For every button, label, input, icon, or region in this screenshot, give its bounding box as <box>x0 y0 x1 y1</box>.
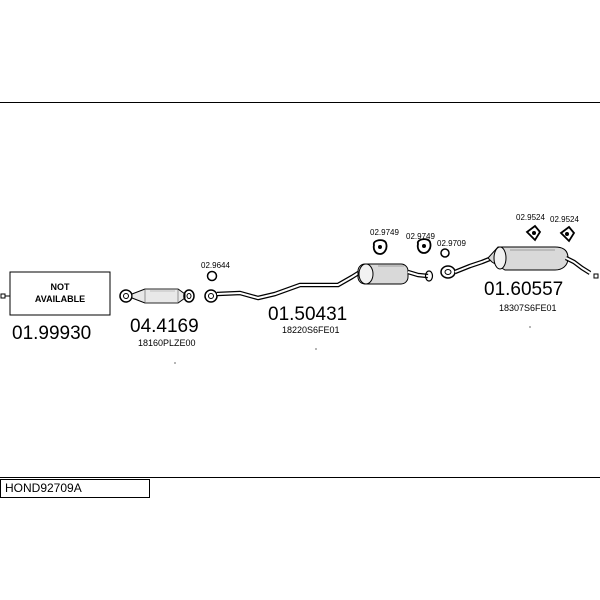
fitting-label-9749-a: 02.9749 <box>370 228 399 237</box>
hanger-rubber-9524-a <box>525 224 542 242</box>
part-number-4: 01.60557 <box>484 279 563 300</box>
not-available-line2: AVAILABLE <box>35 294 85 304</box>
part-number-2: 04.4169 <box>130 316 199 337</box>
rear-muffler <box>487 246 592 275</box>
centre-muffler <box>357 263 409 285</box>
fitting-label-9749-b: 02.9749 <box>406 232 435 241</box>
oem-number-3: 18220S6FE01 <box>282 325 340 335</box>
hanger-fitting-9709 <box>440 248 450 258</box>
right-end-marker <box>593 273 599 279</box>
fitting-label-9524-a: 02.9524 <box>516 213 545 222</box>
diagram-code-box: HOND92709A <box>0 479 150 498</box>
not-available-box <box>9 271 111 316</box>
fitting-label-9644: 02.9644 <box>201 261 230 270</box>
fitting-label-9709: 02.9709 <box>437 239 466 248</box>
diagram-code: HOND92709A <box>5 481 82 495</box>
fitting-label-9524-b: 02.9524 <box>550 215 579 224</box>
front-pipe-part <box>119 288 195 304</box>
gasket-fitting <box>204 270 218 303</box>
part-number-1: 01.99930 <box>12 323 91 344</box>
left-end-marker <box>0 293 6 299</box>
not-available-line1: NOT <box>51 282 71 292</box>
part-number-3: 01.50431 <box>268 304 347 325</box>
hanger-rubber-9524-b <box>559 225 576 243</box>
diagram-frame <box>0 102 600 478</box>
oem-number-2: 18160PLZE00 <box>138 338 196 348</box>
hanger-fitting-9749-a <box>372 239 388 255</box>
hanger-fitting-9749-b <box>416 238 432 254</box>
oem-number-4: 18307S6FE01 <box>499 303 557 313</box>
